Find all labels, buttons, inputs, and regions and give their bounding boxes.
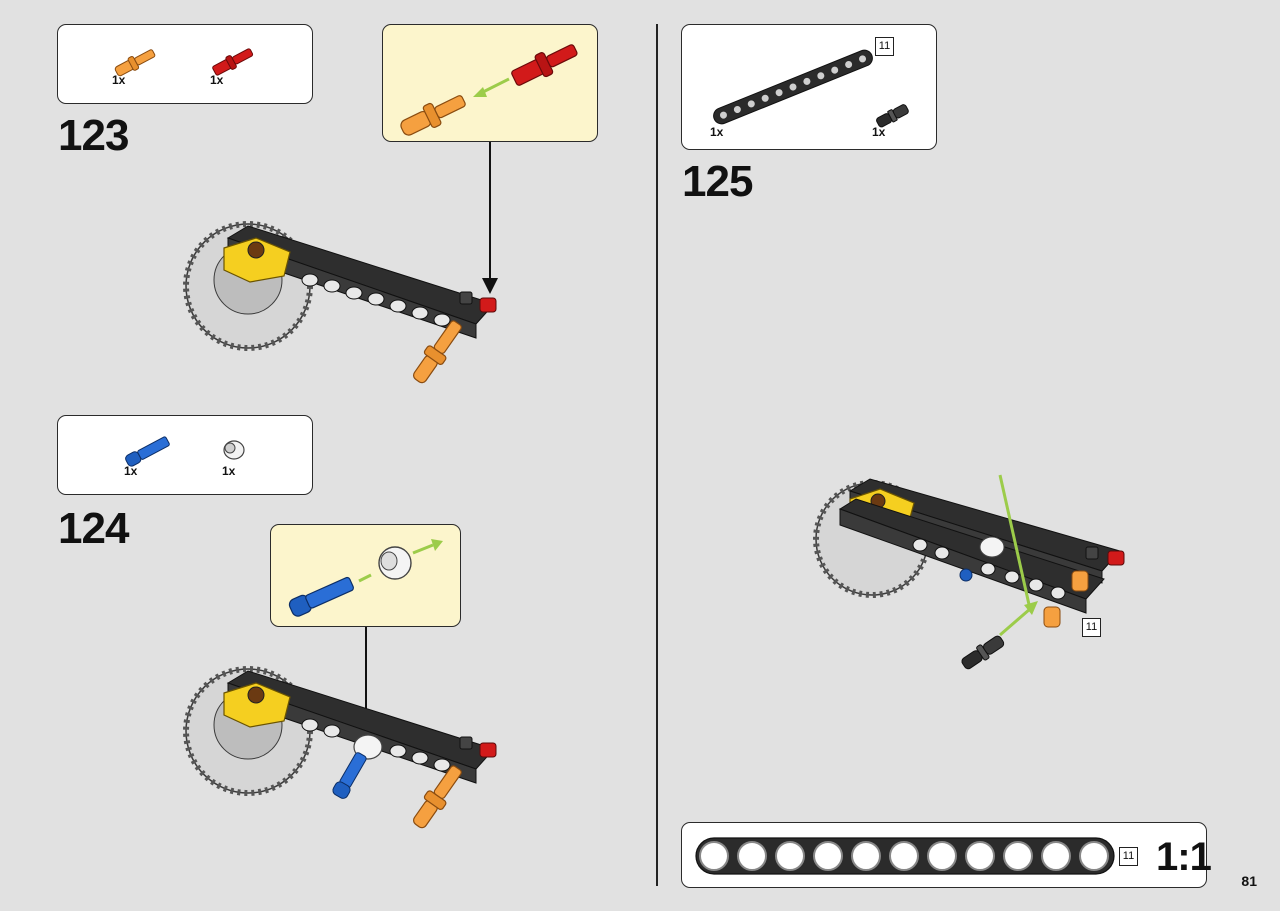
scale-label: 1:1 [1156, 835, 1212, 879]
black-connector-peg-icon [876, 104, 909, 128]
ruler-hole [1003, 841, 1033, 871]
orange-axle-pin-icon [114, 49, 156, 77]
step-number: 125 [682, 157, 753, 206]
ruler-hole [851, 841, 881, 871]
ruler-hole [927, 841, 957, 871]
scale-ruler-panel: 11 1:1 [681, 822, 1212, 888]
part-quantity: 1x [210, 73, 224, 87]
assembly-callout-icon [288, 539, 443, 617]
part-quantity: 1x [222, 464, 236, 478]
ruler-hole [813, 841, 843, 871]
part-quantity: 1x [872, 125, 886, 139]
callout-step-124 [270, 524, 461, 627]
beam-length-badge: 11 [875, 37, 894, 56]
white-bush-icon [223, 440, 245, 460]
page-number: 81 [1241, 873, 1257, 889]
placement-arrow [482, 142, 498, 294]
ruler-hole [1041, 841, 1071, 871]
beam-1-to-1-ruler-icon [695, 837, 1115, 875]
beam-length-badge: 11 [1119, 847, 1138, 866]
assembly-model-step-125 [813, 474, 1125, 670]
assembly-model-step-124 [183, 666, 497, 829]
step-number: 124 [58, 504, 129, 553]
part-quantity: 1x [710, 125, 724, 139]
red-axle-pin-icon [212, 48, 254, 76]
parts-list-step-125: 11 1x 1x [681, 24, 937, 150]
parts-list-step-124: 1x 1x [57, 415, 313, 495]
assembly-model-step-123 [183, 221, 497, 384]
part-quantity: 1x [112, 73, 126, 87]
ruler-hole [889, 841, 919, 871]
callout-step-123 [382, 24, 598, 142]
ruler-hole [775, 841, 805, 871]
ruler-hole [699, 841, 729, 871]
ruler-hole [1079, 841, 1109, 871]
ruler-hole [965, 841, 995, 871]
assembly-callout-icon [400, 44, 578, 136]
beam-length-badge: 11 [1082, 618, 1101, 637]
page-divider [656, 24, 658, 886]
ruler-hole [737, 841, 767, 871]
parts-list-step-123: 1x 1x [57, 24, 313, 104]
black-beam-11-icon [713, 49, 873, 125]
step-number: 123 [58, 111, 129, 160]
blue-axle-pin-icon [125, 436, 170, 467]
part-quantity: 1x [124, 464, 138, 478]
